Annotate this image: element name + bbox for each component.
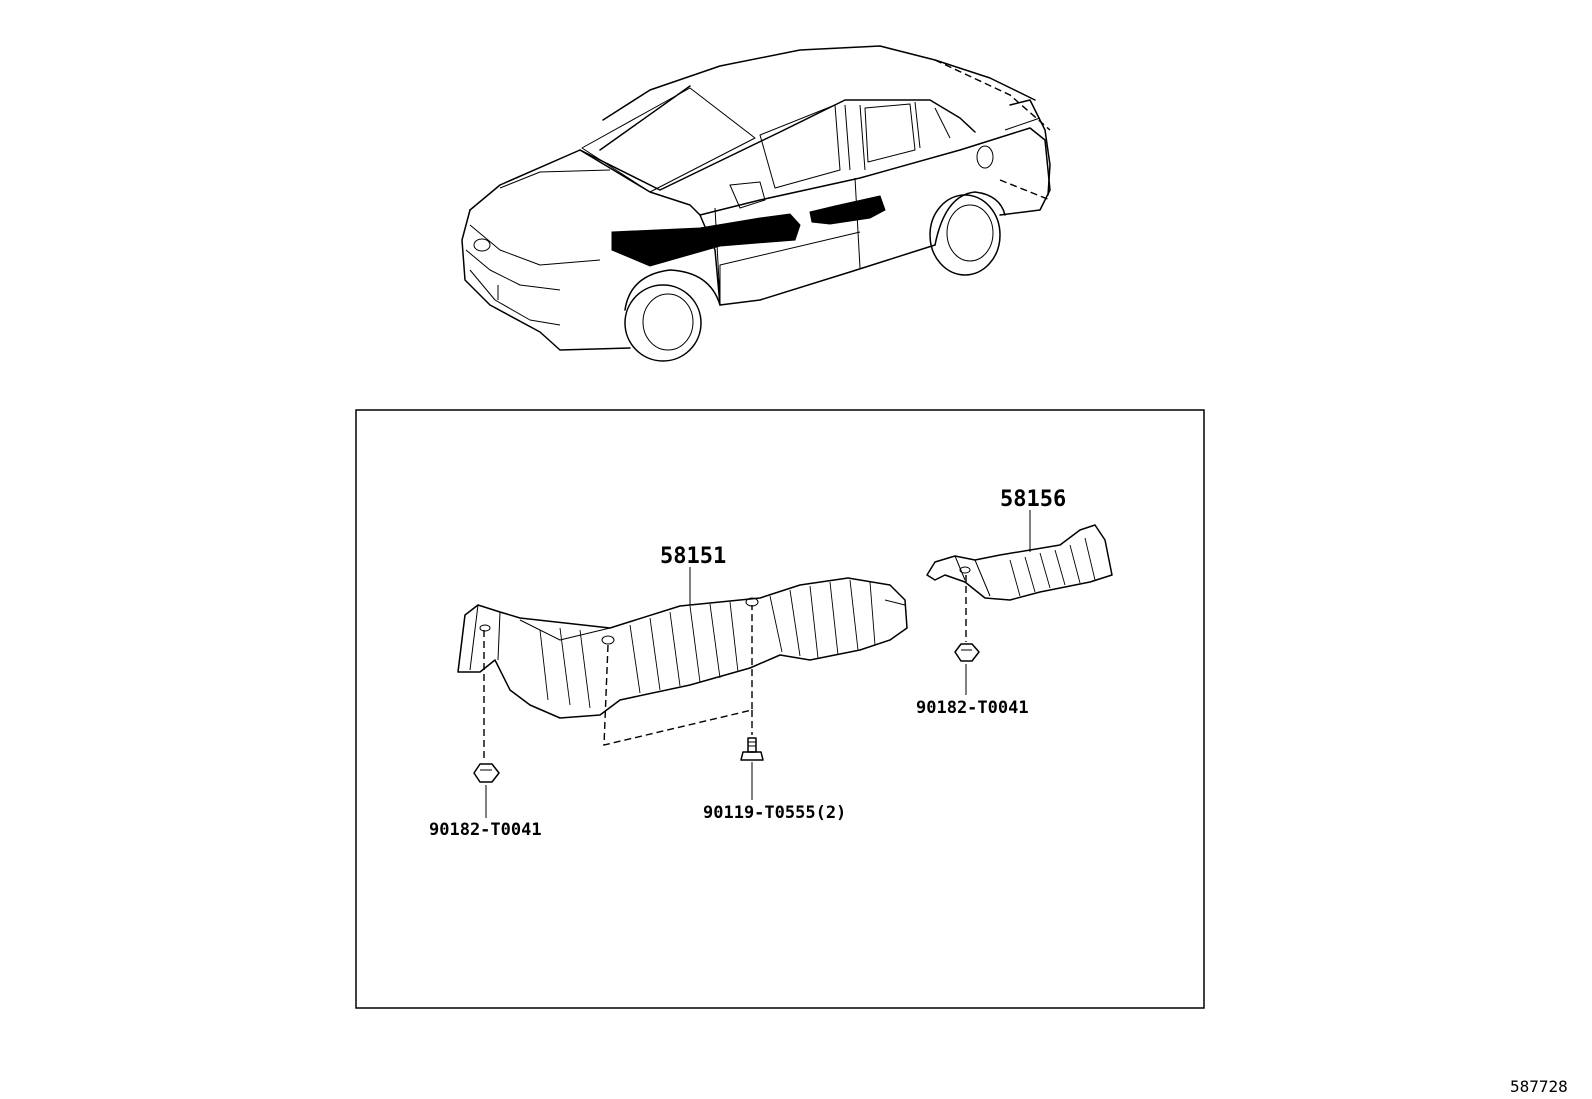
label-bolt: 90119-T0555(2) — [703, 803, 846, 823]
detail-frame — [355, 409, 1205, 1009]
label-clip-right: 90182-T0041 — [916, 698, 1029, 718]
clip-right — [954, 643, 980, 662]
main-heat-insulator-58151 — [457, 577, 908, 719]
bolt — [740, 737, 764, 761]
label-58156: 58156 — [1000, 487, 1066, 512]
diagram-id: 587728 — [1510, 1077, 1568, 1096]
rear-heat-insulator-58156 — [926, 524, 1113, 601]
label-58151: 58151 — [660, 544, 726, 569]
clip-left — [473, 763, 500, 783]
highlight-rear-insulator — [809, 195, 886, 225]
highlight-front-insulator — [611, 213, 801, 267]
vehicle-illustration — [461, 45, 1051, 362]
label-clip-left: 90182-T0041 — [429, 820, 542, 840]
